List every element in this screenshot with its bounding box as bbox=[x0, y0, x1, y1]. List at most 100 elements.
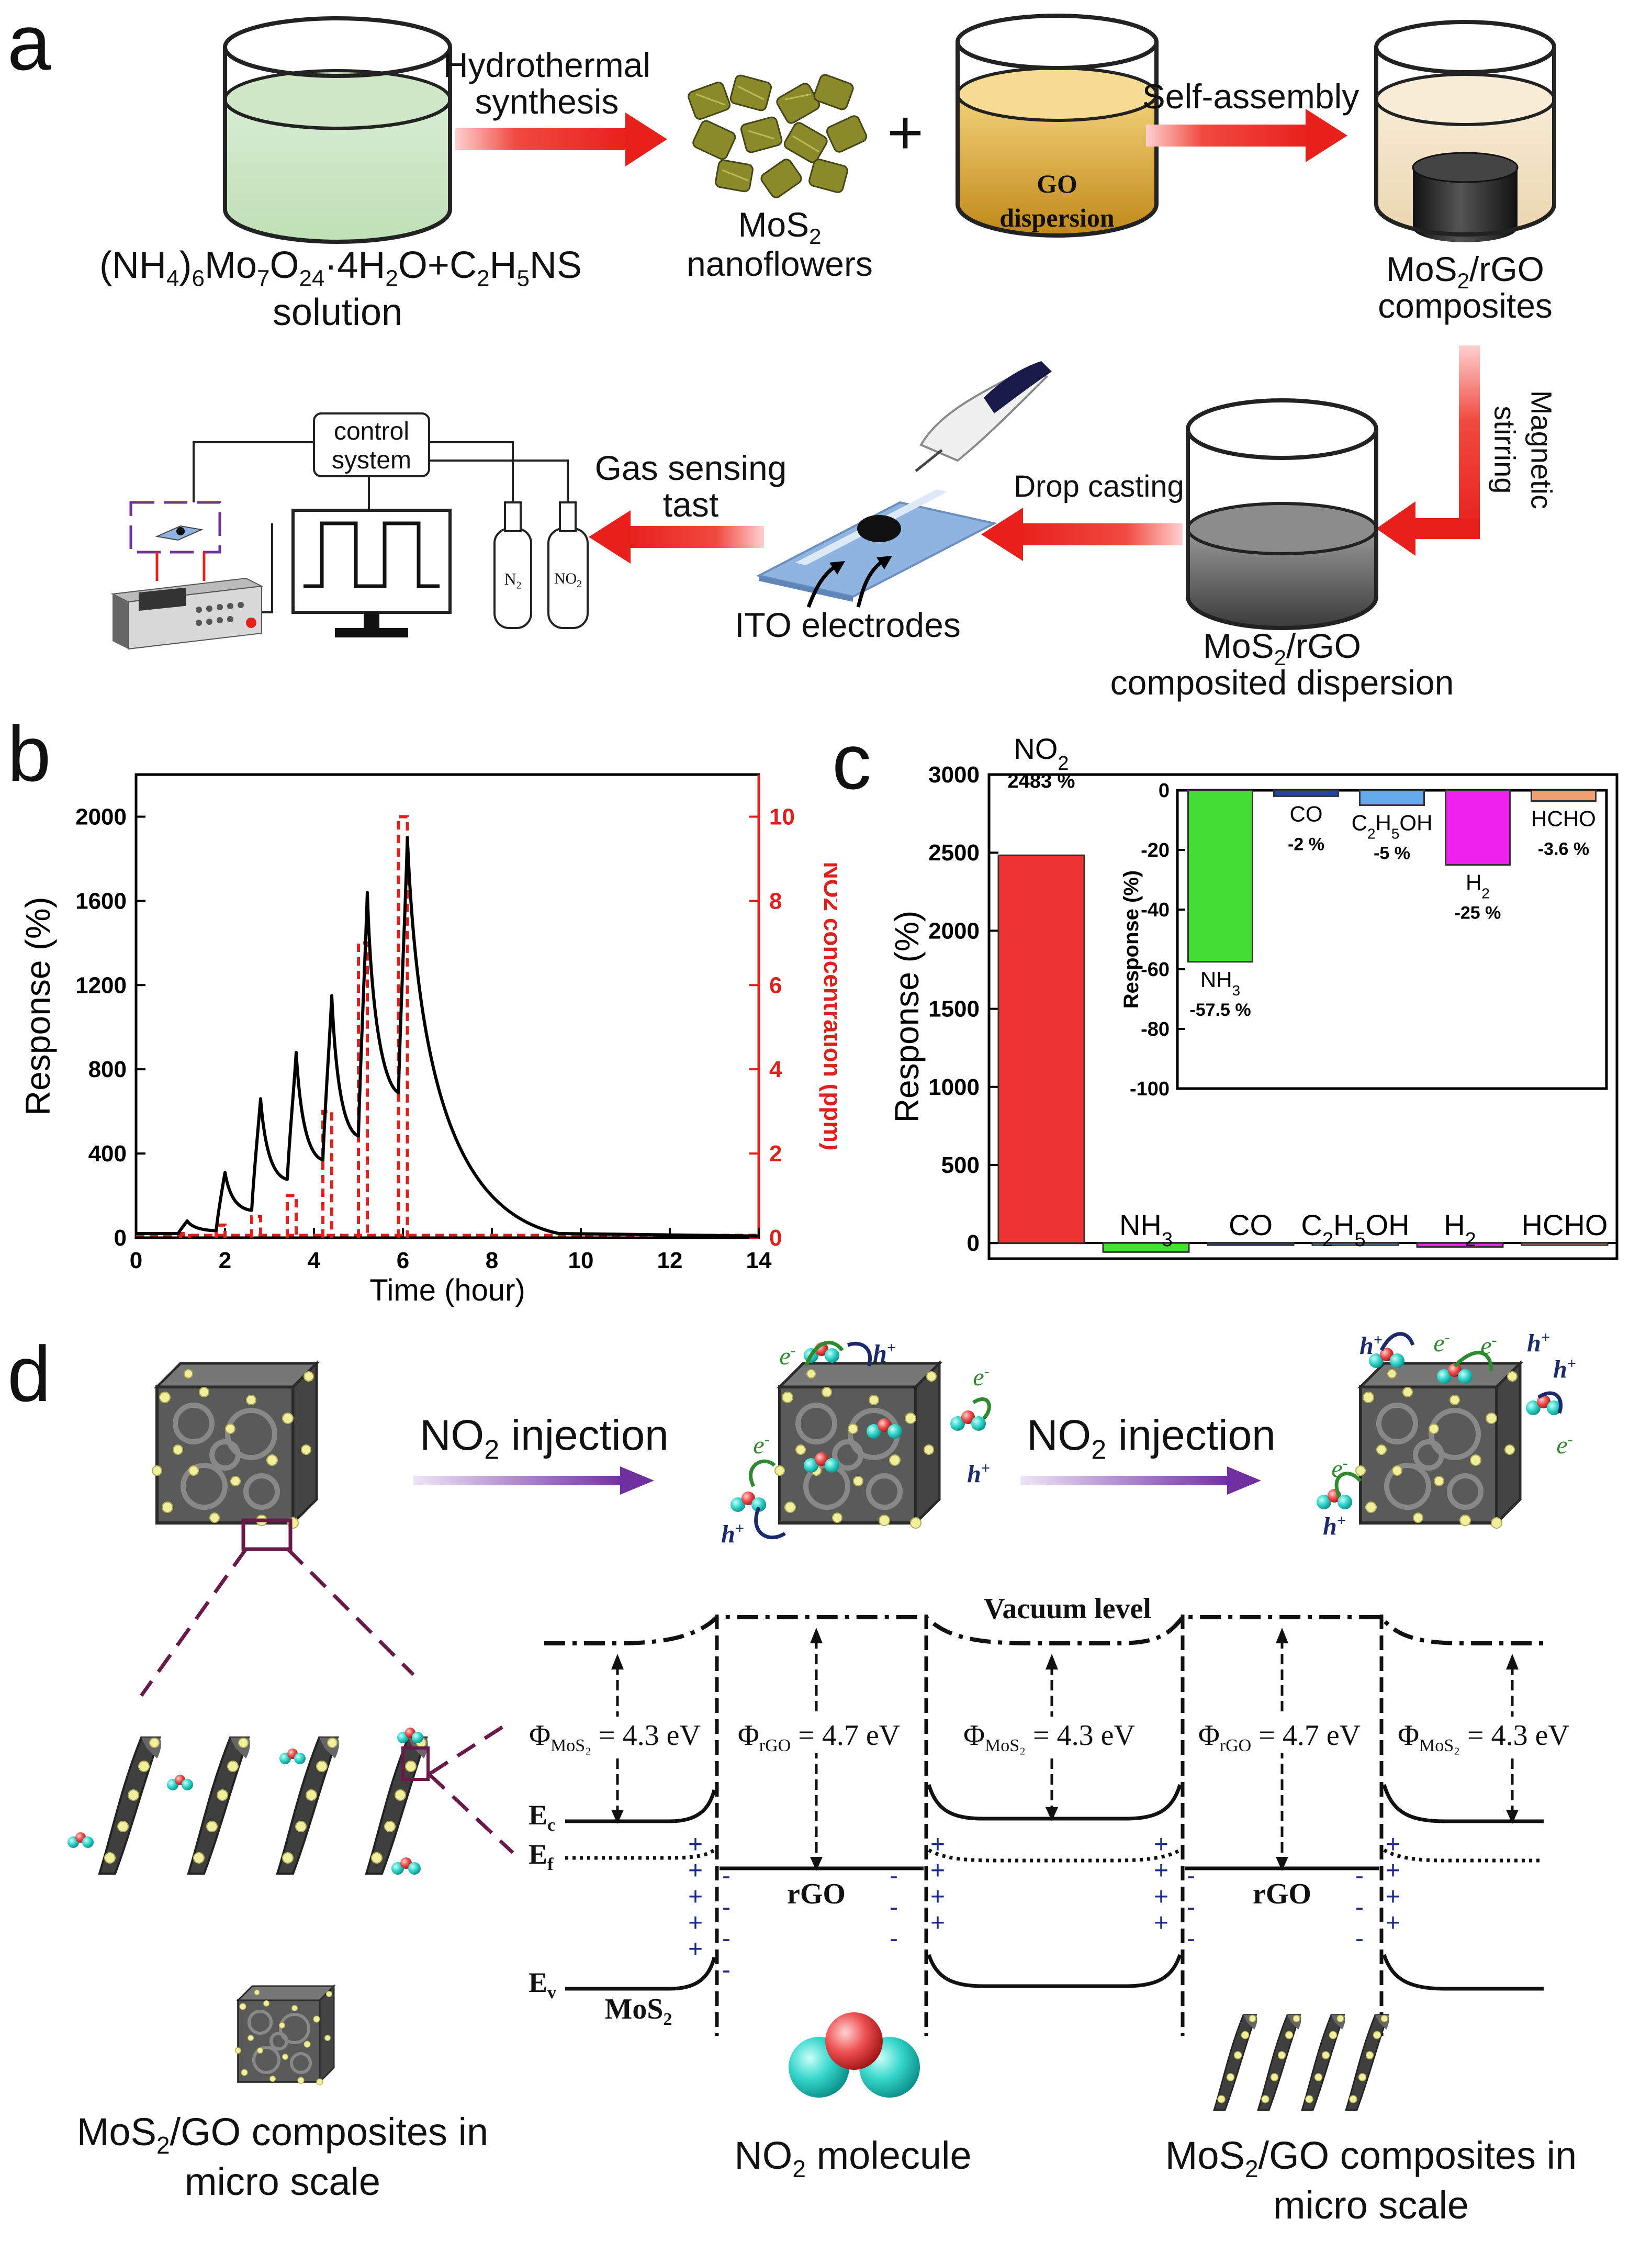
zoom-line-right bbox=[286, 1548, 415, 1676]
arrow-hydrothermal bbox=[455, 113, 667, 166]
svg-text:+: + bbox=[930, 1831, 945, 1858]
inset-bar-c2h5oh bbox=[1359, 789, 1425, 806]
caption-right-line1: MoS2/GO composites in bbox=[1165, 2134, 1577, 2182]
n2-cylinder-label: N2 bbox=[504, 569, 522, 591]
svg-text:+: + bbox=[688, 1857, 703, 1885]
x-tick-label: 6 bbox=[397, 1248, 409, 1273]
sheet-molecules bbox=[68, 1728, 423, 1875]
svg-text:-: - bbox=[1355, 1925, 1364, 1953]
inset-y-tick-label: -20 bbox=[1141, 839, 1170, 861]
precursor-formula: (NH4)6Mo7O24·4H2O+C2H5NS bbox=[99, 244, 582, 292]
svg-text:-: - bbox=[1355, 1862, 1364, 1890]
injection-arrow-1 bbox=[413, 1466, 654, 1495]
zoom-box bbox=[241, 1518, 293, 1551]
panel-label-a: a bbox=[7, 0, 51, 86]
svg-text:+: + bbox=[1154, 1883, 1168, 1911]
category-label: NO2 bbox=[1014, 732, 1069, 775]
svg-text:-: - bbox=[1187, 1925, 1195, 1953]
y2-tick-label: 8 bbox=[769, 888, 782, 914]
inset-value-label: -25 % bbox=[1455, 903, 1501, 923]
inset-bar-nh3 bbox=[1187, 789, 1253, 963]
panel-label-c: c bbox=[832, 718, 871, 805]
x-tick-label: 2 bbox=[219, 1248, 231, 1273]
go-label: GO bbox=[1037, 169, 1077, 198]
inset-value-label: -5 % bbox=[1374, 844, 1410, 864]
svg-text:-: - bbox=[890, 1925, 898, 1953]
svg-text:+: + bbox=[1154, 1909, 1168, 1937]
mos2-label: MoS2 bbox=[738, 205, 822, 249]
hole-label-3: h+ bbox=[967, 1460, 990, 1488]
monitor-icon bbox=[291, 509, 452, 637]
tast-label: tast bbox=[662, 485, 719, 524]
y-tick-label: 1000 bbox=[928, 1074, 980, 1100]
value-label-no2: 2483 % bbox=[1008, 770, 1075, 792]
category-label: H2 bbox=[1444, 1208, 1476, 1251]
x-tick-label: 8 bbox=[486, 1248, 498, 1273]
inset-y-tick-label: -100 bbox=[1130, 1078, 1170, 1100]
electron-label-6: e- bbox=[1556, 1431, 1573, 1459]
electron-label-5: e- bbox=[1480, 1331, 1497, 1360]
zoom-line-left bbox=[140, 1548, 248, 1697]
inset-value-label: -57.5 % bbox=[1189, 1000, 1251, 1020]
svg-text:+: + bbox=[1386, 1857, 1400, 1885]
phi-mos2-label-1: ΦMoS₂ = 4.3 eV bbox=[529, 1719, 701, 1756]
adsorbed-molecules bbox=[731, 1342, 1561, 1512]
plot-frame bbox=[134, 773, 760, 1239]
svg-text:+: + bbox=[1154, 1857, 1168, 1885]
cube-after-injection-1 bbox=[775, 1363, 939, 1528]
svg-text:+: + bbox=[1154, 1831, 1168, 1858]
no2-pulse bbox=[321, 1110, 333, 1238]
bar-hcho bbox=[1521, 1242, 1609, 1246]
svg-text:+: + bbox=[688, 1831, 703, 1858]
y-tick-label: 400 bbox=[88, 1141, 127, 1167]
composites-label: composites bbox=[1378, 286, 1553, 325]
sourcemeter-icon bbox=[110, 577, 264, 650]
svg-text:-: - bbox=[722, 1893, 731, 1921]
svg-text:+: + bbox=[688, 1909, 703, 1937]
y-tick-label: 2000 bbox=[75, 804, 127, 830]
panel-a-graphics bbox=[110, 14, 1556, 650]
y2-tick-label: 4 bbox=[769, 1057, 782, 1082]
y-axis-label: Response (%) bbox=[888, 911, 926, 1123]
control-system-box bbox=[313, 412, 430, 477]
inset-y-tick-label: -40 bbox=[1141, 899, 1170, 921]
control-label: control bbox=[333, 418, 410, 445]
composited-dispersion-label: composited dispersion bbox=[1110, 663, 1454, 702]
rgo-label-1: rGO bbox=[787, 1878, 846, 1910]
no2-molecule-icon bbox=[789, 2012, 920, 2098]
gas-sensing-label: Gas sensing bbox=[594, 449, 787, 487]
sheet-1 bbox=[98, 1736, 162, 1875]
plus-sign: + bbox=[886, 97, 924, 167]
band-diagram bbox=[544, 1615, 1544, 2036]
y2-tick-label: 2 bbox=[769, 1141, 782, 1167]
svg-text:+: + bbox=[1386, 1909, 1400, 1937]
bar-no2 bbox=[997, 854, 1085, 1244]
ec-label: Ec bbox=[529, 1799, 556, 1835]
inset-value-label: -2 % bbox=[1288, 834, 1324, 854]
stirring-label: stirring bbox=[1488, 406, 1522, 494]
hole-label-2: h+ bbox=[721, 1520, 744, 1548]
cube-initial bbox=[152, 1363, 317, 1528]
panel-label-d: d bbox=[7, 1330, 51, 1418]
sheets-micro bbox=[1213, 2014, 1390, 2111]
svg-text:+: + bbox=[1386, 1831, 1400, 1858]
zoom-box-2 bbox=[401, 1746, 430, 1781]
x-axis-label: Time (hour) bbox=[369, 1273, 525, 1307]
sheet-2 bbox=[187, 1736, 251, 1875]
precursor-solution: solution bbox=[272, 292, 403, 333]
panel-label-b: b bbox=[7, 710, 51, 798]
svg-text:-: - bbox=[722, 1956, 731, 1984]
y-tick-label: 3000 bbox=[928, 762, 980, 788]
caption-right-line2: micro scale bbox=[1273, 2183, 1469, 2227]
arrow-magnetic-stirring bbox=[1376, 345, 1480, 556]
category-label: NH3 bbox=[1119, 1208, 1173, 1251]
injection-label-2: NO2 injection bbox=[1027, 1411, 1276, 1465]
inset-y-axis-label: Response (%) bbox=[1120, 870, 1143, 1009]
dispersion-mos2-label: MoS2/rGO bbox=[1203, 626, 1362, 670]
phi-mos2-label-3: ΦMoS₂ = 4.3 eV bbox=[1398, 1719, 1569, 1756]
svg-text:-: - bbox=[1355, 1893, 1364, 1921]
phi-rgo-label-1: ΦrGO = 4.7 eV bbox=[737, 1719, 901, 1756]
cube-micro bbox=[235, 1986, 334, 2085]
